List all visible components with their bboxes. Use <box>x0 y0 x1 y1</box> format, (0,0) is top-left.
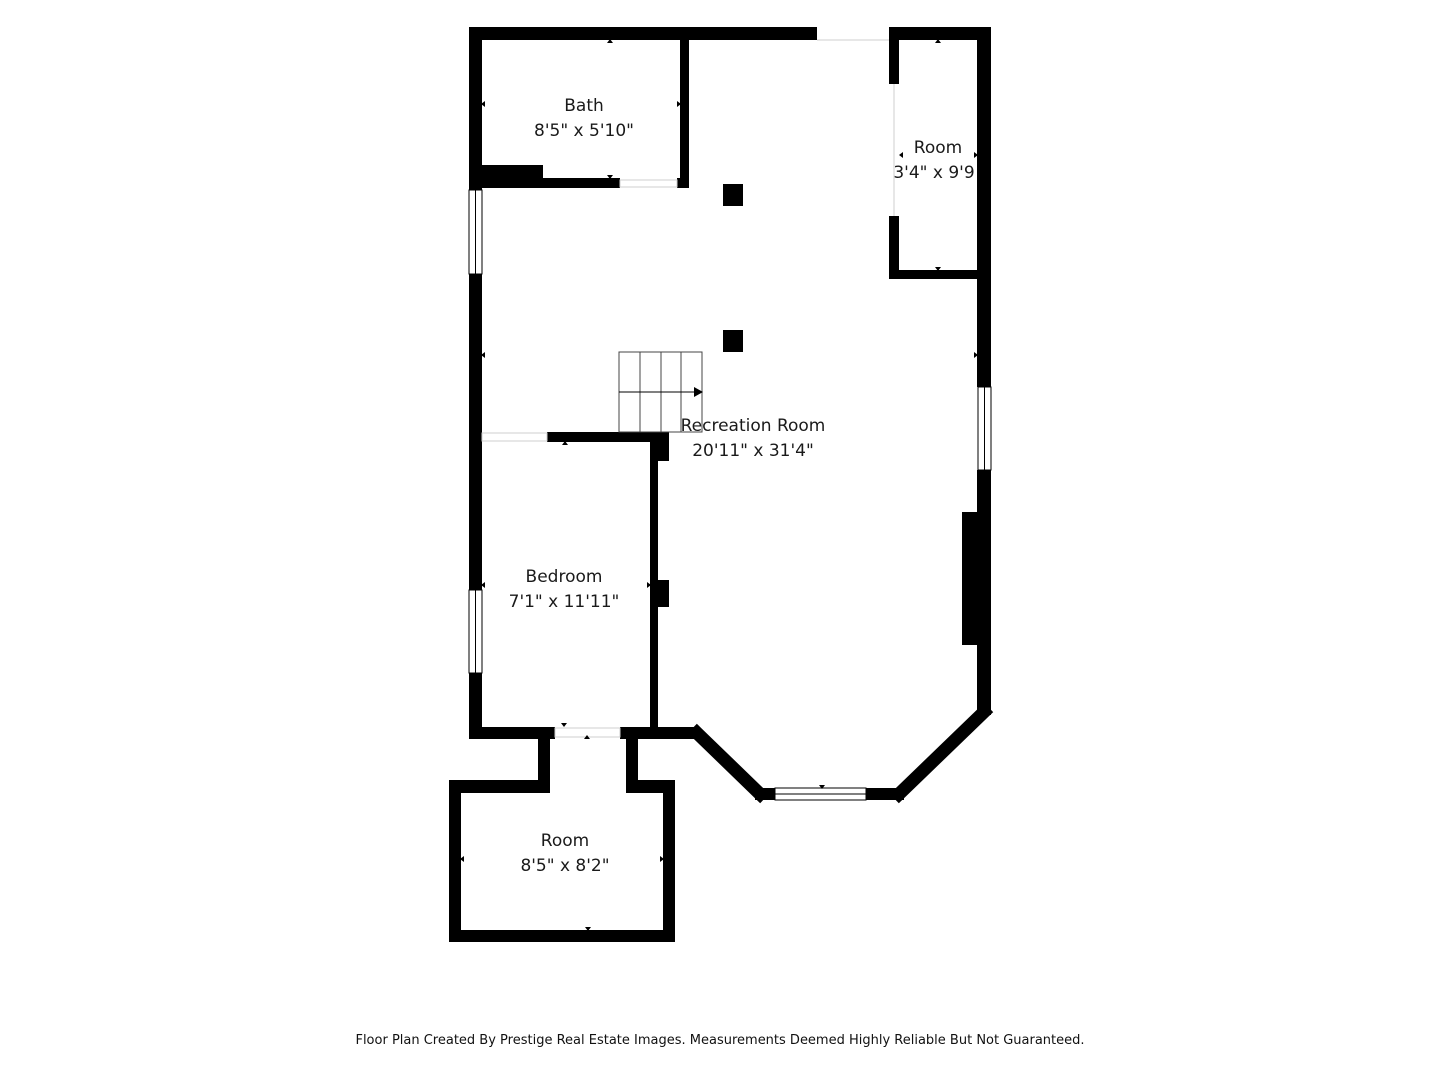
tick-smallroom-right <box>974 152 978 158</box>
wall-smallroom-bottom <box>889 270 979 279</box>
small-room-dims: 3'4" x 9'9 <box>893 163 974 183</box>
wall-bedroom-bottom-right <box>620 727 696 739</box>
stair-arrow-head <box>694 387 703 397</box>
tick-lower-left <box>460 856 464 862</box>
wall-bath-thick <box>482 165 543 188</box>
tick-bed-right <box>647 582 651 588</box>
wall-bedroom-post <box>650 432 669 461</box>
walls <box>449 27 991 942</box>
wall-lowerroom-right <box>663 780 675 942</box>
opening-bedroom-top <box>481 432 548 442</box>
tick-bath-top <box>607 39 613 43</box>
wall-right-upper <box>977 27 991 387</box>
tick-bed-top <box>562 441 568 445</box>
tick-bath-left <box>481 101 485 107</box>
tick-smallroom-left <box>899 152 903 158</box>
fireplace-block <box>962 512 991 645</box>
tick-bed-left <box>481 582 485 588</box>
tick-smallroom-top <box>935 39 941 43</box>
wall-bedroom-bottom-left <box>469 727 555 739</box>
tick-lower-bottom <box>585 927 591 931</box>
opening-bath <box>619 179 678 188</box>
wall-lowerroom-top-right <box>626 780 675 793</box>
wall-bath-bottom-stub <box>677 178 689 188</box>
wall-top-right <box>889 27 991 40</box>
openings <box>481 39 895 738</box>
bath-dims: 8'5" x 5'10" <box>534 121 634 141</box>
wall-corridor-right <box>626 727 638 793</box>
wall-lowerroom-bottom <box>449 930 675 942</box>
tick-rec-bottom <box>819 785 825 789</box>
wall-bay-diagonal-left <box>687 723 770 804</box>
wall-lowerroom-top-left <box>449 780 550 793</box>
recreation-room-dims: 20'11" x 31'4" <box>692 441 814 461</box>
room-labels: Bath 8'5" x 5'10" Room 3'4" x 9'9 Recrea… <box>509 96 975 876</box>
tick-bath-bottom <box>607 175 613 179</box>
wall-bath-bottom <box>482 178 620 188</box>
wall-bedroom-jamb <box>650 580 669 607</box>
small-room-name: Room <box>914 138 962 158</box>
tick-rec-left <box>481 352 485 358</box>
column-lower <box>723 330 743 352</box>
lower-room-name: Room <box>541 831 589 851</box>
tick-smallroom-bottom <box>935 267 941 271</box>
windows <box>468 189 992 801</box>
tick-bath-right <box>677 101 681 107</box>
stairs <box>618 351 703 433</box>
bay-diagonals <box>687 702 994 804</box>
wall-smallroom-left-bottom <box>889 216 899 279</box>
wall-corridor-left <box>538 727 550 793</box>
tick-rec-right <box>974 352 978 358</box>
wall-top-left <box>469 27 817 40</box>
tick-lower-right <box>660 856 664 862</box>
lower-room-dims: 8'5" x 8'2" <box>520 856 609 876</box>
tick-lower-top <box>584 735 590 739</box>
dimension-ticks <box>460 39 978 931</box>
opening-bedroom-bottom <box>554 727 621 738</box>
bedroom-name: Bedroom <box>526 567 603 587</box>
recreation-room-name: Recreation Room <box>681 416 826 436</box>
wall-smallroom-left-top <box>889 27 899 84</box>
tick-bed-bottom <box>561 723 567 727</box>
wall-bath-right <box>680 38 689 188</box>
wall-lowerroom-left <box>449 780 461 942</box>
disclaimer-footer: Floor Plan Created By Prestige Real Esta… <box>355 1033 1085 1048</box>
wall-bay-diagonal-right <box>889 702 994 804</box>
bath-name: Bath <box>564 96 604 116</box>
wall-bedroom-top <box>547 432 669 442</box>
column-upper <box>723 184 743 206</box>
bedroom-dims: 7'1" x 11'11" <box>509 592 620 612</box>
